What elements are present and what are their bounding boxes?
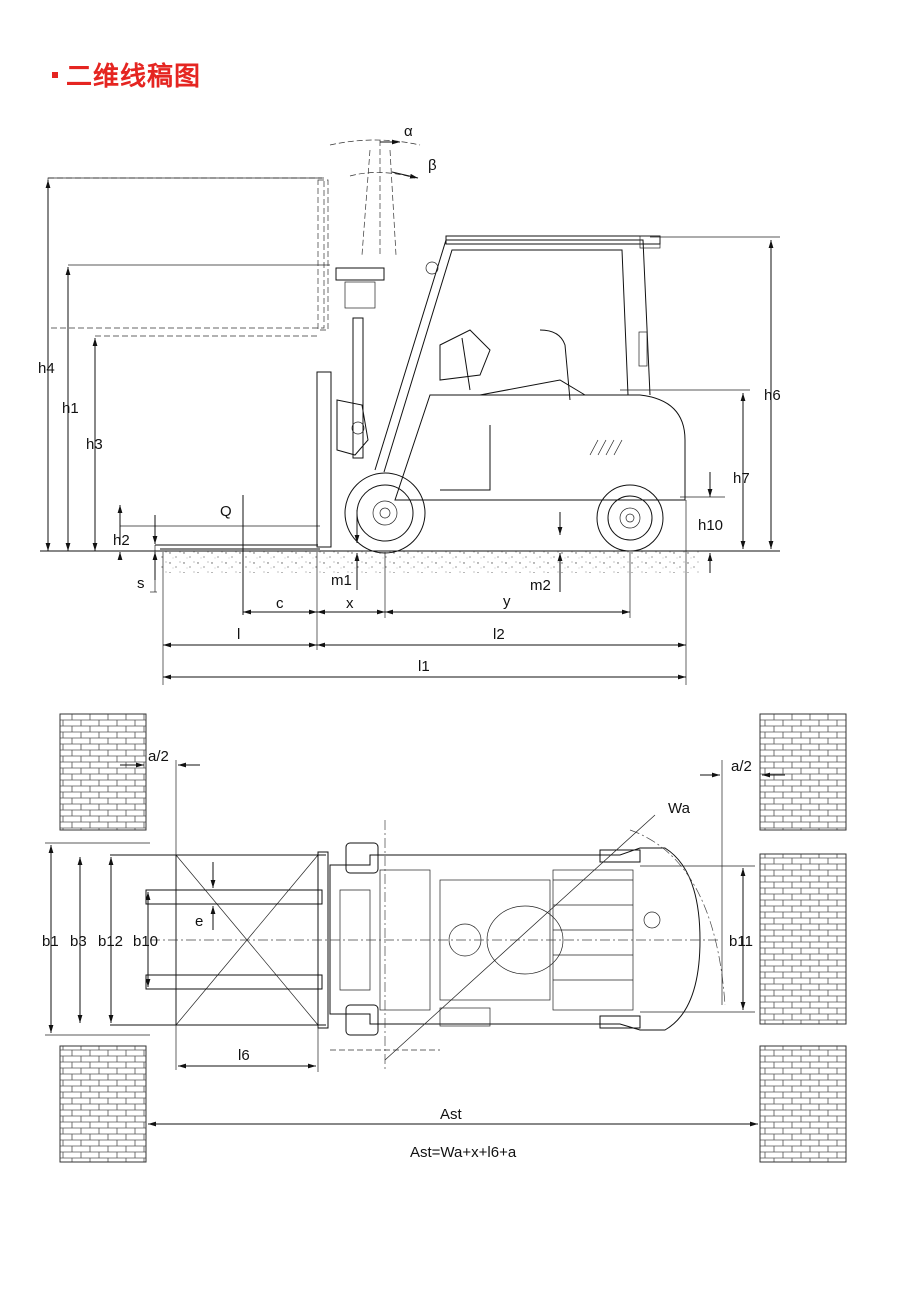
label-s: s: [137, 575, 145, 592]
label-h4: h4: [38, 360, 55, 377]
turning-arc: [629, 829, 726, 1006]
label-a2-left: a/2: [148, 748, 169, 765]
label-h6: h6: [764, 387, 781, 404]
label-l2: l2: [493, 626, 505, 643]
label-h10: h10: [698, 517, 723, 534]
label-ast: Ast: [440, 1106, 463, 1123]
mast: [316, 179, 385, 548]
label-wa: Wa: [668, 800, 691, 817]
section-header: 二维线稿图: [52, 56, 201, 93]
label-l: l: [237, 626, 240, 643]
label-a2-right: a/2: [731, 758, 752, 775]
brick-wall-bottom-left: [59, 1045, 147, 1163]
truck-body: [374, 235, 686, 501]
label-x: x: [346, 595, 354, 612]
label-h3: h3: [86, 436, 103, 453]
label-l1: l1: [418, 658, 430, 675]
brick-wall-middle-right: [759, 853, 847, 1025]
brick-wall-bottom-right: [759, 1045, 847, 1163]
ground-hatching: [160, 551, 700, 573]
fork-top: [145, 889, 323, 905]
label-m1: m1: [331, 572, 352, 589]
label-h2: h2: [113, 532, 130, 549]
brick-wall-top-left: [59, 713, 147, 831]
label-b3: b3: [70, 933, 87, 950]
label-b10: b10: [133, 933, 158, 950]
label-b11: b11: [729, 933, 753, 950]
label-l6: l6: [238, 1047, 250, 1064]
brick-wall-top-right: [759, 713, 847, 831]
steer-wheel: [596, 484, 664, 552]
fork-blade: [155, 544, 320, 550]
label-m2: m2: [530, 577, 551, 594]
label-alpha: α: [404, 123, 413, 140]
top-view: a/2 a/2 Wa b1 b3 b12 b10 e b11 l6 Ast As…: [42, 713, 847, 1163]
label-b1: b1: [42, 933, 59, 950]
side-view: α β h4 h1 h3 h2 s Q h6 h7 h10 m1 m2 c x …: [38, 123, 781, 685]
label-y: y: [503, 593, 511, 610]
tilt-angles: [329, 139, 421, 256]
label-beta: β: [428, 157, 437, 174]
label-c: c: [276, 595, 284, 612]
truck-top-outline: [329, 842, 701, 1036]
fork-bottom: [145, 974, 323, 990]
raised-load-outline: [47, 177, 325, 329]
label-h7: h7: [733, 470, 750, 487]
red-square-bullet-icon: [52, 71, 58, 78]
label-e: e: [195, 913, 203, 930]
label-h1: h1: [62, 400, 79, 417]
section-title: 二维线稿图: [66, 62, 202, 92]
label-b12: b12: [98, 933, 123, 950]
label-q: Q: [220, 503, 232, 520]
label-ast-formula: Ast=Wa+x+l6+a: [410, 1144, 517, 1161]
